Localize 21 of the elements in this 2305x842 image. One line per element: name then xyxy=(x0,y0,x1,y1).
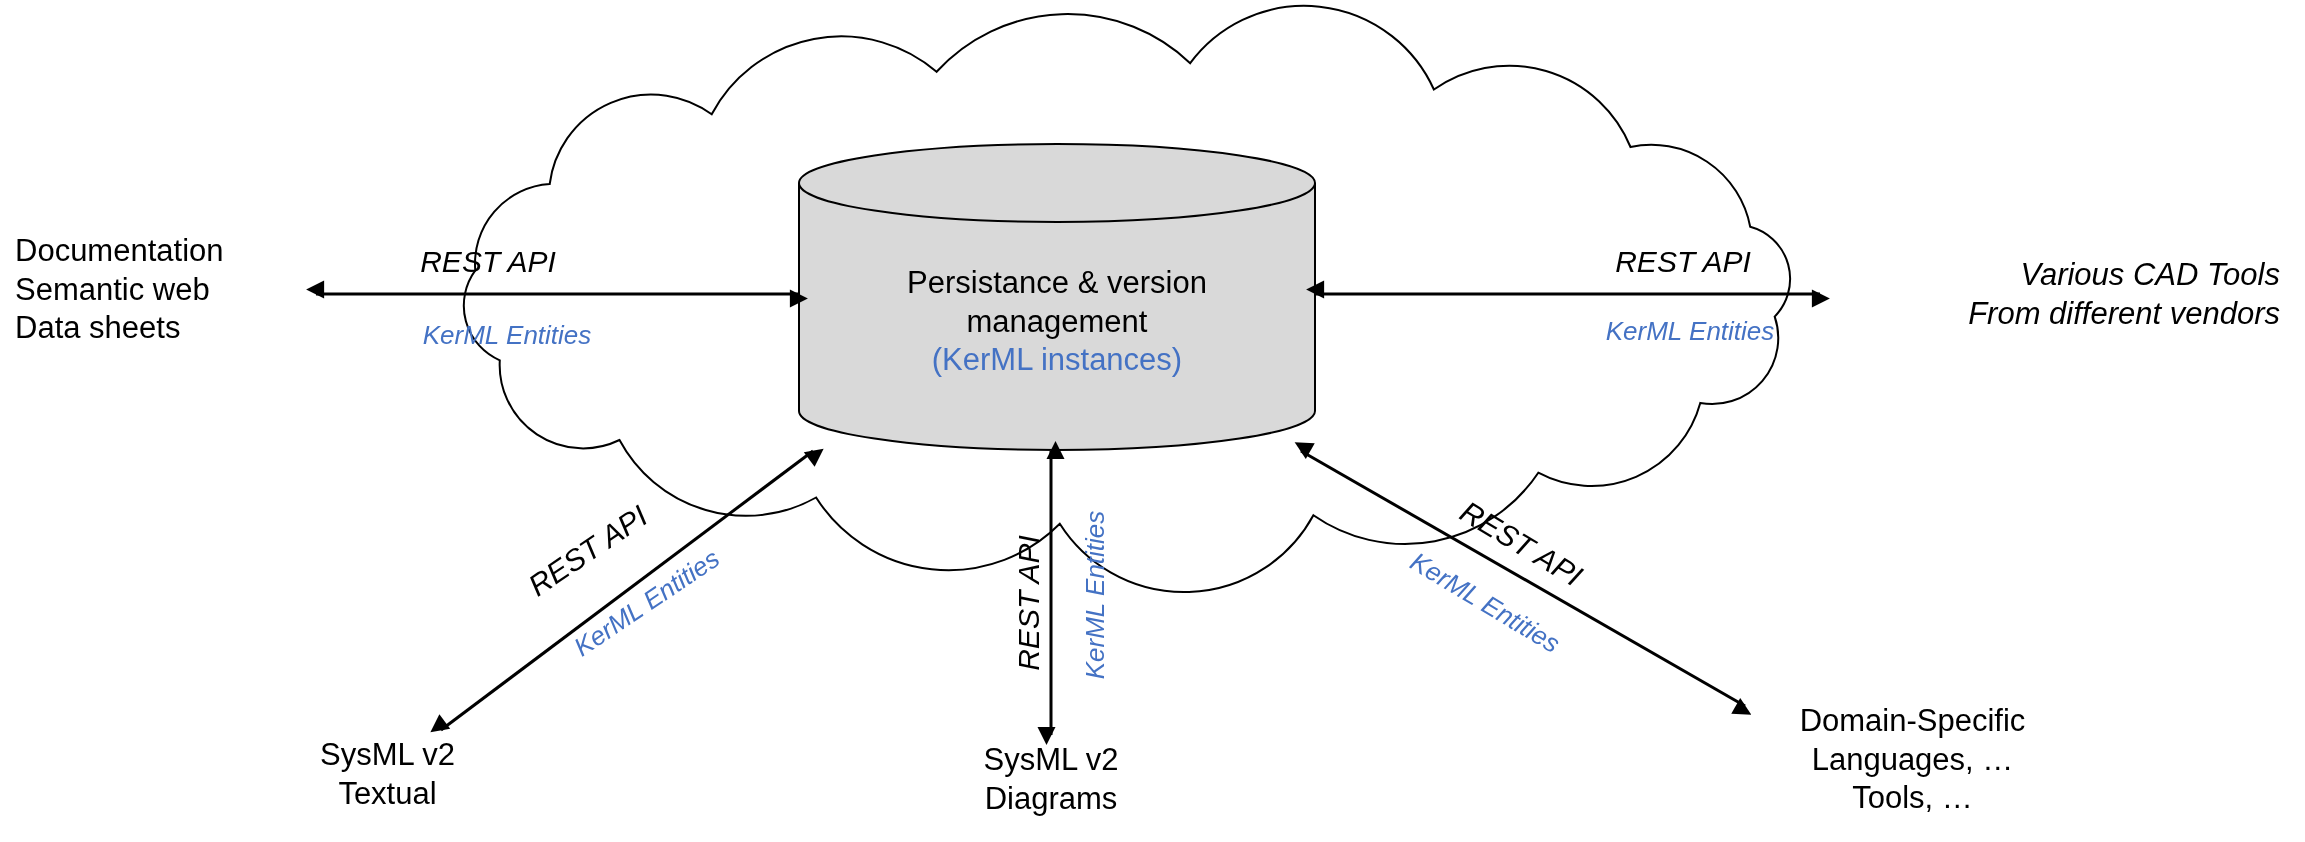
node-title: Persistance & version management xyxy=(906,263,1208,341)
node-text: SysML v2 Textual xyxy=(319,736,456,813)
node-text: Domain-Specific Languages, … xyxy=(1798,701,2027,779)
edge-note: KerML Entities xyxy=(1605,315,1775,347)
node-text: Documentation xyxy=(15,231,224,270)
node-text: From different vendors xyxy=(1968,295,2280,333)
double-arrow xyxy=(1294,442,1752,715)
double-arrow xyxy=(1037,441,1065,745)
node-text: Data sheets xyxy=(15,309,181,348)
node-text: Tools, … xyxy=(1852,779,1973,818)
edge-label: REST API xyxy=(1012,535,1046,671)
node-text: Semantic web xyxy=(15,270,210,309)
double-arrow xyxy=(306,280,808,308)
node-text: Various CAD Tools xyxy=(2020,256,2280,295)
node-text: SysML v2 Diagrams xyxy=(982,741,1120,818)
double-arrow xyxy=(1306,280,1830,308)
edge-note: KerML Entities xyxy=(1079,510,1111,680)
node-subtitle: (KerML instances) xyxy=(931,341,1183,380)
double-arrow xyxy=(430,448,824,733)
database-cylinder xyxy=(798,143,1316,451)
edge-label: REST API xyxy=(1615,245,1751,279)
